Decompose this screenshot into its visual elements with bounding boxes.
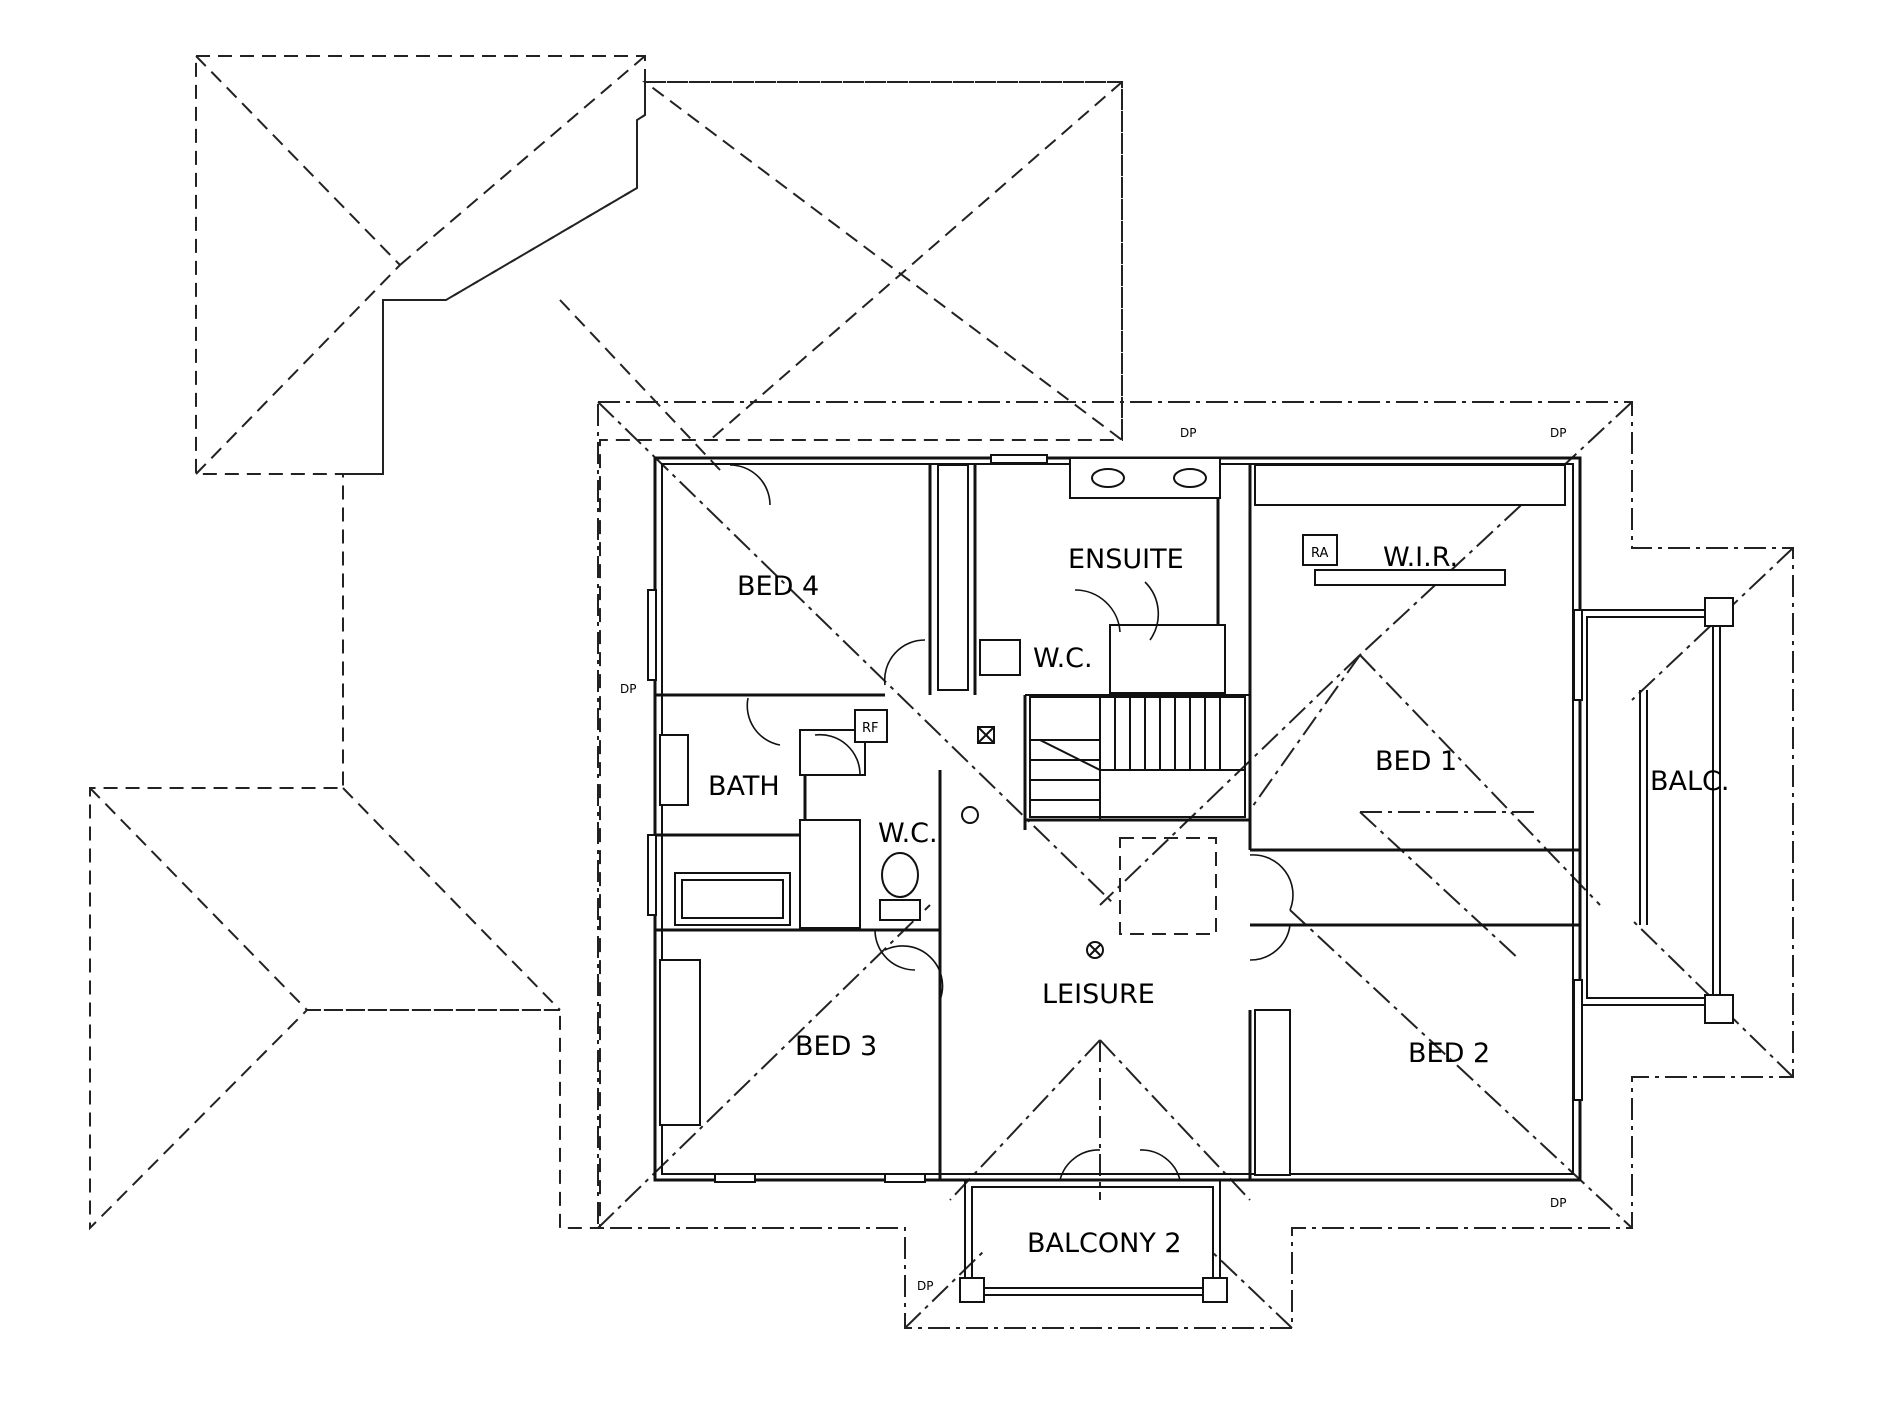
roof-outline-left bbox=[89, 55, 1123, 1231]
room-label-balc: BALC. bbox=[1650, 766, 1729, 797]
hanging-rail bbox=[1314, 569, 1506, 586]
balcony-right bbox=[1579, 597, 1734, 1024]
vanity bbox=[659, 734, 689, 806]
dp-label: DP bbox=[1180, 426, 1196, 440]
shower bbox=[1109, 624, 1226, 694]
room-label-ensuite: ENSUITE bbox=[1068, 544, 1184, 575]
room-label-wc-ensuite: W.C. bbox=[1033, 643, 1093, 674]
room-label-bed1: BED 1 bbox=[1375, 746, 1457, 777]
light-fittings bbox=[961, 726, 1104, 959]
room-label-wir: W.I.R. bbox=[1383, 542, 1458, 573]
room-label-bed2: BED 2 bbox=[1408, 1038, 1490, 1069]
room-label-bath: BATH bbox=[708, 771, 780, 802]
tag-boxes: RA RF bbox=[854, 534, 1338, 743]
dp-label: DP bbox=[1550, 1196, 1566, 1210]
room-label-wc: W.C. bbox=[878, 818, 938, 849]
dp-label: DP bbox=[1550, 426, 1566, 440]
windows bbox=[647, 454, 1583, 1183]
balcony-2 bbox=[959, 1179, 1228, 1303]
room-label-balcony2: BALCONY 2 bbox=[1027, 1228, 1182, 1259]
built-in-robes bbox=[659, 464, 1566, 1176]
roof-outline-upper bbox=[597, 401, 1794, 1329]
room-label-leisure: LEISURE bbox=[1042, 979, 1155, 1010]
tag-ra: RA bbox=[1311, 546, 1329, 561]
tag-rf: RF bbox=[862, 721, 879, 736]
room-label-bed3: BED 3 bbox=[795, 1031, 877, 1062]
dp-label: DP bbox=[917, 1279, 933, 1293]
void-skylight bbox=[1119, 837, 1217, 935]
exhaust-fan-icon bbox=[961, 806, 979, 824]
basin-icon bbox=[1091, 468, 1125, 488]
room-labels: BED 4 ENSUITE W.I.R. W.C. BATH W.C. BED … bbox=[708, 542, 1729, 1259]
downpipe-labels: DP DP DP DP DP bbox=[620, 426, 1566, 1293]
toilet-icon bbox=[881, 852, 919, 898]
basin-icon bbox=[1173, 468, 1207, 488]
shower bbox=[799, 819, 861, 929]
ensuite-fixtures bbox=[979, 457, 1226, 694]
room-label-bed4: BED 4 bbox=[737, 571, 819, 602]
toilet-icon bbox=[979, 639, 1021, 676]
door-swings bbox=[729, 464, 1294, 1181]
staircase bbox=[1029, 696, 1246, 820]
dp-label: DP bbox=[620, 682, 636, 696]
